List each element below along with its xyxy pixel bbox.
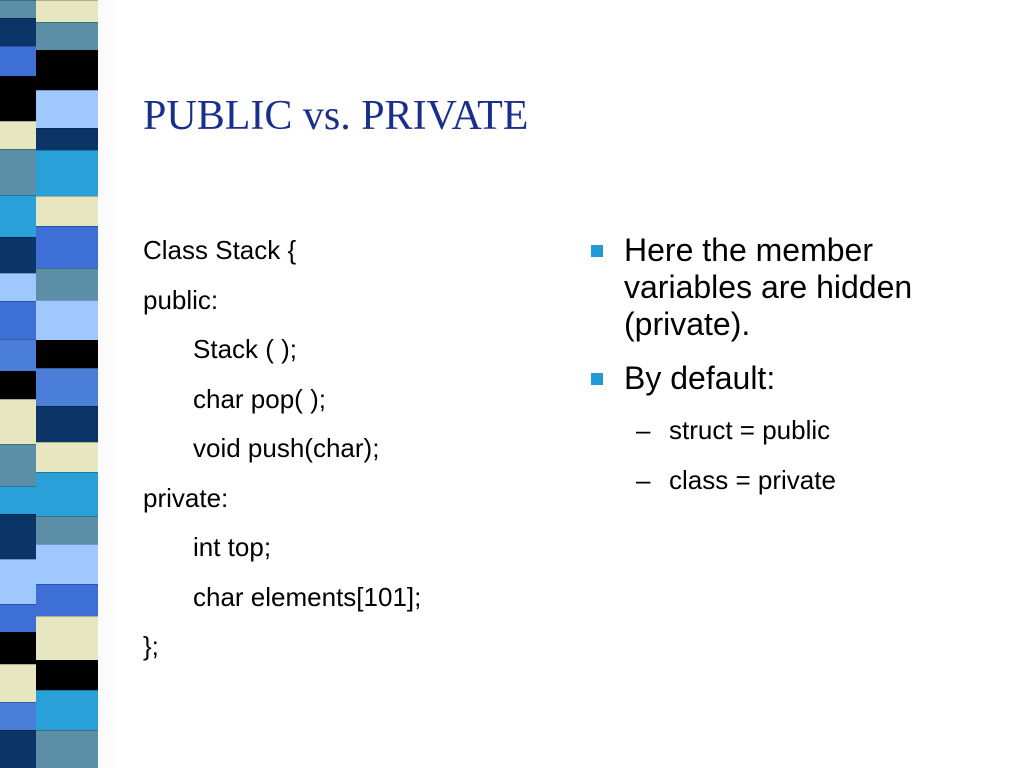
slide-title: PUBLIC vs. PRIVATE (143, 93, 529, 139)
strip-segment (36, 660, 98, 691)
bullet-item: By default: (588, 360, 998, 397)
strip-segment (36, 406, 98, 443)
strip-segment (36, 22, 98, 51)
strip-segment (0, 559, 40, 605)
code-block: Class Stack { public: Stack ( ); char pop( … (143, 226, 563, 672)
bullet-text: Here the member variables are hidden (pr… (624, 232, 913, 342)
strip-segment (0, 604, 40, 633)
strip-segment (36, 368, 98, 407)
strip-segment (36, 442, 98, 473)
strip-segment (36, 730, 98, 768)
strip-segment (36, 128, 98, 151)
strip-segment (0, 18, 40, 47)
strip-segment (36, 268, 98, 301)
strip-segment (0, 486, 40, 515)
strip-column-right (36, 0, 98, 768)
strip-segment (36, 0, 98, 23)
code-line: private: (143, 482, 229, 513)
strip-segment (36, 226, 98, 269)
sub-bullet-item: –struct = public (588, 405, 998, 455)
strip-segment (0, 76, 40, 122)
strip-segment (0, 273, 40, 302)
bullet-text: By default: (624, 360, 776, 396)
bullet-item: Here the member variables are hidden (pr… (588, 232, 998, 343)
bullet-list: Here the member variables are hidden (pr… (588, 232, 998, 505)
strip-segment (0, 0, 40, 19)
strip-segment (0, 664, 40, 703)
strip-segment (36, 544, 98, 585)
strip-segment (0, 371, 40, 400)
code-line: int top; (193, 532, 272, 562)
code-line: char elements[101]; (193, 581, 422, 612)
code-line: }; (143, 631, 159, 661)
strip-segment (36, 472, 98, 517)
strip-segment (0, 149, 40, 196)
code-line: Stack ( ); (193, 334, 298, 364)
strip-segment (0, 301, 40, 340)
strip-segment (36, 300, 98, 341)
strip-segment (36, 50, 98, 91)
strip-segment (0, 195, 40, 238)
strip-segment (0, 339, 40, 372)
strip-segment (0, 514, 40, 560)
strip-segment (0, 399, 40, 445)
strip-segment (36, 616, 98, 661)
strip-segment (36, 690, 98, 731)
sub-bullet-list: –struct = public–class = private (588, 405, 998, 505)
sub-bullet-item: –class = private (588, 455, 998, 505)
strip-segment (36, 584, 98, 617)
strip-segment (0, 702, 40, 731)
strip-segment (36, 516, 98, 545)
strip-segment (0, 444, 40, 487)
square-bullet-icon (591, 373, 603, 385)
code-line: public: (143, 284, 219, 315)
sub-bullet-text: struct = public (669, 415, 831, 445)
code-line: void push(char); (193, 433, 380, 463)
dash-bullet-icon: – (636, 465, 651, 495)
sub-bullet-text: class = private (669, 465, 836, 495)
decorative-strip (0, 0, 118, 768)
strip-segment (36, 150, 98, 197)
strip-segment (0, 632, 40, 665)
strip-segment (36, 340, 98, 369)
strip-segment (0, 121, 40, 150)
strip-column-left (0, 0, 62, 768)
strip-segment (0, 237, 40, 274)
strip-segment (0, 730, 40, 768)
strip-segment (36, 196, 98, 227)
code-line: Class Stack { (143, 235, 297, 265)
square-bullet-icon (591, 245, 603, 257)
code-line: char pop( ); (193, 383, 326, 414)
dash-bullet-icon: – (636, 415, 651, 445)
strip-segment (0, 46, 40, 77)
strip-segment (36, 90, 98, 129)
